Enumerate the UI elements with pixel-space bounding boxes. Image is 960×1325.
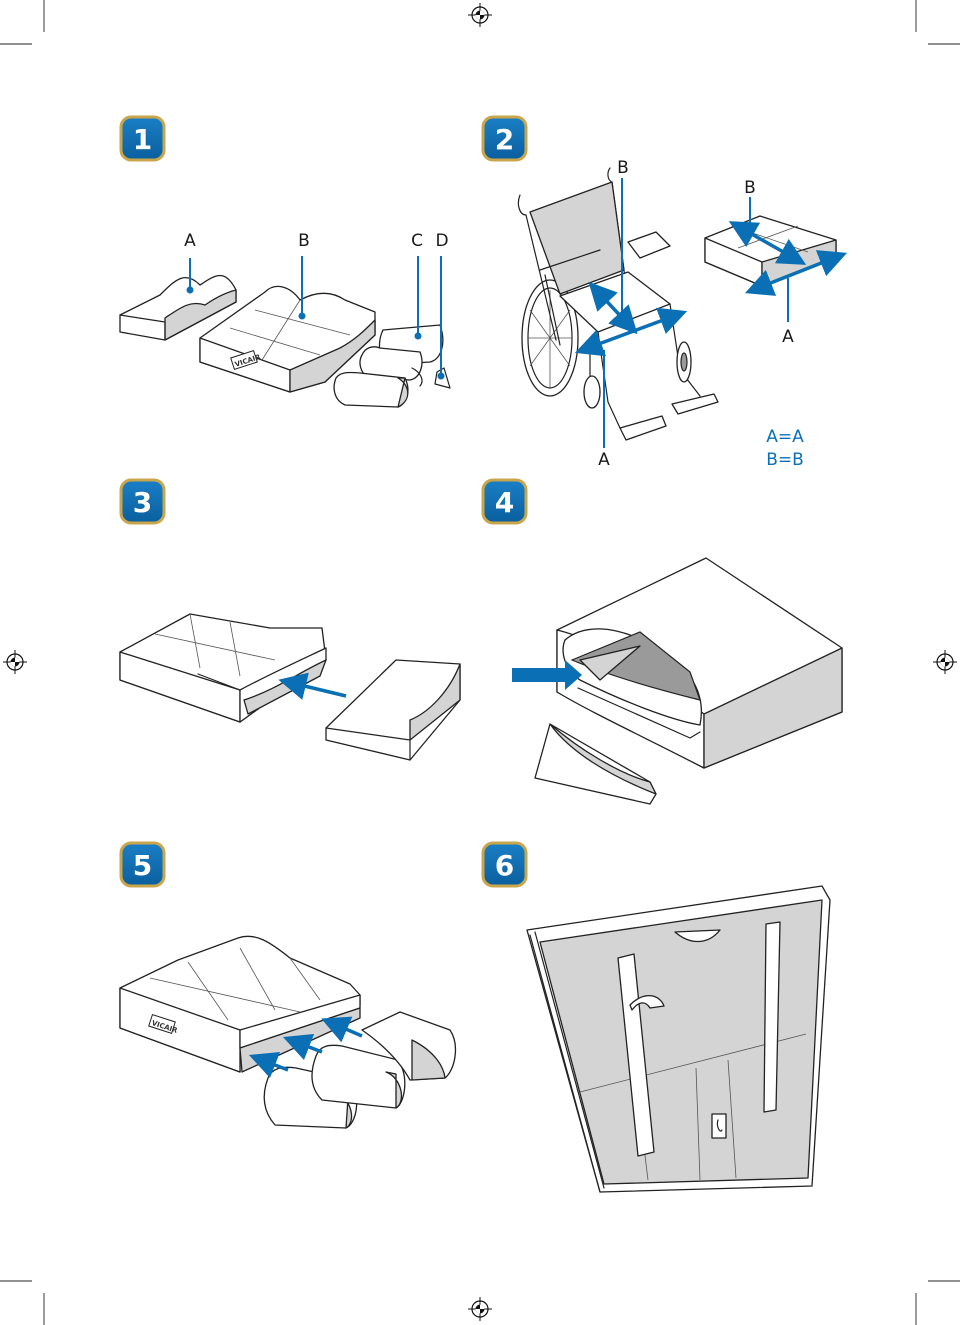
step-5-illustration: VICAIR: [119, 935, 457, 1129]
step-1-illustration: VICAIR A B C D: [119, 231, 451, 408]
step-2-number: 2: [495, 123, 514, 156]
part-c-inserts: [333, 324, 444, 408]
step-1-number: 1: [133, 123, 152, 156]
step-6-badge: 6: [481, 841, 528, 888]
label-a: A: [184, 231, 196, 251]
label-cushion-b: B: [744, 178, 756, 198]
equation-b: B=B: [766, 450, 804, 470]
step-2-badge: 2: [481, 115, 528, 162]
step-3-illustration: [119, 613, 461, 761]
label-c: C: [411, 231, 423, 251]
step-1-badge: 1: [119, 115, 166, 162]
wheelchair: [517, 167, 719, 441]
step-4-badge: 4: [481, 478, 528, 525]
step-6-illustration: [526, 885, 831, 1193]
part-b-cushion: VICAIR: [199, 285, 376, 393]
equation-a: A=A: [766, 427, 804, 447]
label-cushion-a: A: [782, 327, 794, 347]
step-3-number: 3: [133, 486, 152, 519]
step-5-badge: 5: [119, 841, 166, 888]
label-b: B: [298, 231, 310, 251]
label-d: D: [435, 231, 448, 251]
label-chair-a: A: [598, 450, 610, 470]
step-2-illustration: B A B A A=A B=B: [517, 158, 848, 470]
registration-marks: [3, 3, 957, 1321]
measured-cushion: [704, 215, 837, 287]
part-a-insert: [119, 274, 237, 341]
step-4-illustration: [512, 557, 843, 805]
step-6-number: 6: [495, 849, 514, 882]
label-chair-b: B: [617, 158, 629, 178]
step-5-number: 5: [133, 849, 152, 882]
step-3-badge: 3: [119, 478, 166, 525]
step-4-number: 4: [495, 486, 514, 519]
